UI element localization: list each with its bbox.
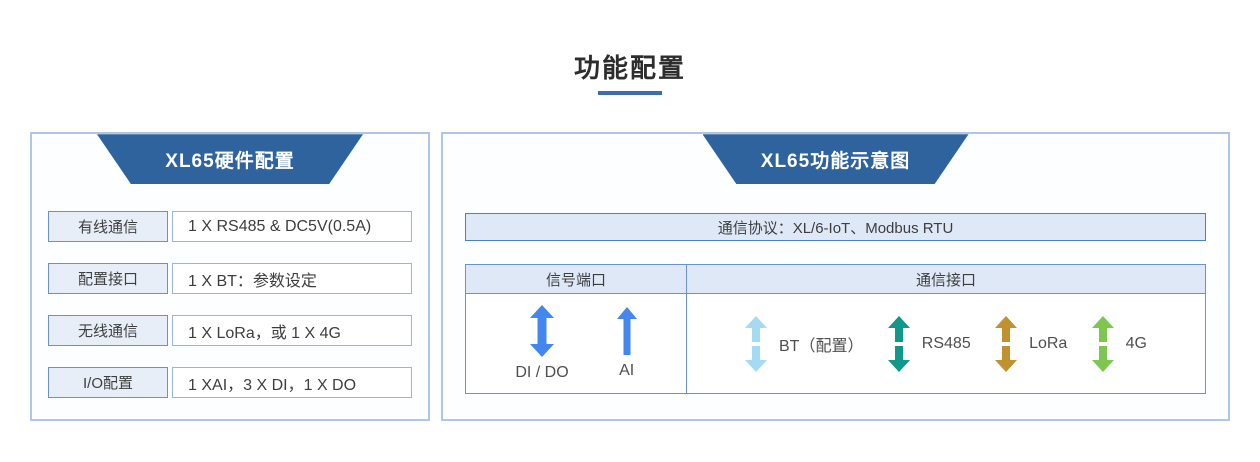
function-panel-title: XL65功能示意图 <box>760 150 911 172</box>
signal-comm-table: 信号端口 通信接口 DI / DO AI <box>465 264 1206 395</box>
column-header-comm-interfaces: 通信接口 <box>686 264 1206 295</box>
panels-container: XL65硬件配置 有线通信 1 X RS485 & DC5V(0.5A) 配置接… <box>0 132 1260 422</box>
comm-item-4g: 4G <box>1091 315 1147 372</box>
title-underline <box>598 91 662 96</box>
table-row: 有线通信 1 X RS485 & DC5V(0.5A) <box>48 211 412 243</box>
table-header-row: 信号端口 通信接口 <box>465 264 1206 295</box>
row-label: 有线通信 <box>48 211 168 243</box>
di-do-bidirectional-arrow-icon <box>530 305 554 358</box>
table-body-row: DI / DO AI BT（配置 <box>465 293 1206 395</box>
page-header: 功能配置 <box>0 0 1260 96</box>
comm-item-label: RS485 <box>921 334 971 352</box>
row-label: I/O配置 <box>48 367 168 399</box>
row-label: 配置接口 <box>48 263 168 295</box>
comm-interfaces-cell: BT（配置） RS485 LoRa <box>686 293 1206 395</box>
hardware-config-panel: XL65硬件配置 有线通信 1 X RS485 & DC5V(0.5A) 配置接… <box>30 132 430 422</box>
4g-bidirectional-arrow-icon <box>1091 315 1114 372</box>
table-row: 配置接口 1 X BT：参数设定 <box>48 263 412 295</box>
protocol-bar: 通信协议：XL/6-IoT、Modbus RTU <box>465 213 1206 242</box>
row-value: 1 X RS485 & DC5V(0.5A) <box>172 211 412 243</box>
hardware-rows: 有线通信 1 X RS485 & DC5V(0.5A) 配置接口 1 X BT：… <box>32 184 428 399</box>
signal-item-label: DI / DO <box>515 364 569 382</box>
function-diagram-panel: XL65功能示意图 通信协议：XL/6-IoT、Modbus RTU 信号端口 … <box>441 132 1230 422</box>
bt-bidirectional-arrow-icon <box>745 315 767 372</box>
ai-up-arrow-icon <box>616 307 637 356</box>
signal-ports-cell: DI / DO AI <box>465 293 687 395</box>
rs485-bidirectional-arrow-icon <box>887 315 910 372</box>
page-title: 功能配置 <box>573 53 686 83</box>
comm-item-label: 4G <box>1125 334 1147 352</box>
column-header-signal-ports: 信号端口 <box>465 264 687 295</box>
signal-item-label: AI <box>619 362 635 380</box>
hardware-panel-header: XL65硬件配置 <box>97 134 363 184</box>
row-value: 1 X BT：参数设定 <box>172 263 412 295</box>
row-value: 1 X LoRa，或 1 X 4G <box>172 315 412 347</box>
hardware-panel-title: XL65硬件配置 <box>165 150 295 172</box>
signal-item-di-do: DI / DO <box>515 305 569 382</box>
signal-item-ai: AI <box>616 307 637 380</box>
table-row: I/O配置 1 XAI，3 X DI，1 X DO <box>48 367 412 399</box>
lora-bidirectional-arrow-icon <box>995 315 1018 372</box>
row-value: 1 XAI，3 X DI，1 X DO <box>172 367 412 399</box>
comm-item-label: LoRa <box>1029 334 1068 352</box>
comm-item-rs485: RS485 <box>887 315 971 372</box>
function-panel-header: XL65功能示意图 <box>703 134 969 184</box>
comm-item-lora: LoRa <box>995 315 1068 372</box>
comm-item-label: BT（配置） <box>779 337 864 355</box>
table-row: 无线通信 1 X LoRa，或 1 X 4G <box>48 315 412 347</box>
comm-item-bt: BT（配置） <box>745 315 864 372</box>
row-label: 无线通信 <box>48 315 168 347</box>
